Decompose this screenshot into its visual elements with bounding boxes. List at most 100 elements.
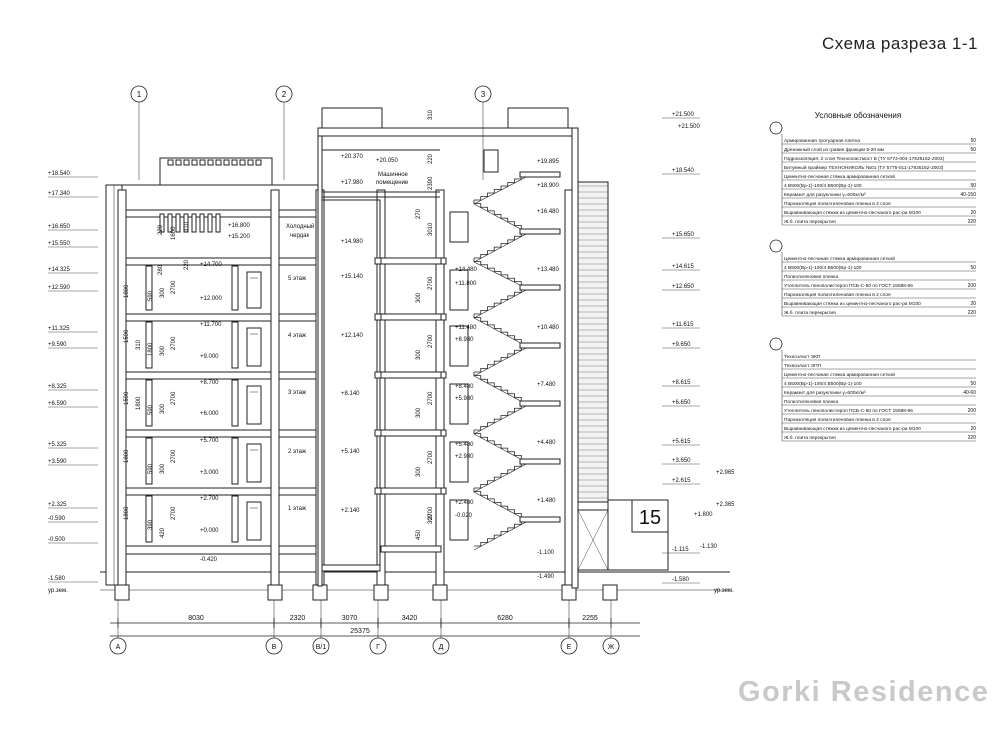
legend-layer-name: Цементно-песчаная стяжка армированная се… <box>784 371 895 378</box>
attic-vent-slot <box>183 213 189 233</box>
vertical-dimension: 310 <box>184 221 190 232</box>
shaft-level: +20.370 <box>341 154 364 160</box>
floor-slab <box>380 371 442 379</box>
foundation <box>373 584 389 601</box>
shaft-level: +20.050 <box>376 158 399 164</box>
shaft-level: +12.140 <box>341 333 364 339</box>
legend-layer-name: 4 В500(Вр-1)-100/4 В500(Вр-1)-100 <box>784 381 862 387</box>
stair-landing <box>519 342 561 349</box>
level-mark-right: +21.500 <box>678 124 701 130</box>
roof-vent <box>215 159 222 166</box>
shaft-level: +17.980 <box>341 180 364 186</box>
ground-label: ур.зем. <box>48 588 68 594</box>
legend-layer-name: Керамзит для разуклонки γ=600кг/м³ <box>784 192 866 198</box>
legend-layer-thickness: 50 <box>970 138 976 144</box>
vertical-dimension: 590 <box>148 463 154 474</box>
attic-vent-slot <box>199 213 205 233</box>
foundation <box>267 584 283 601</box>
vertical-dimension: 300 <box>428 513 434 524</box>
door <box>246 501 262 541</box>
attic-vent-slot <box>159 213 165 233</box>
vertical-dimension: 2700 <box>428 276 434 290</box>
stair-landing <box>519 171 561 178</box>
partition-wall <box>231 437 239 485</box>
vertical-dimension: 1800 <box>124 284 130 298</box>
vertical-dimension: 2700 <box>171 336 177 350</box>
level-mark-left: +5.325 <box>48 442 67 448</box>
level-mark-right: +11.615 <box>672 322 694 328</box>
legend-layer-name: Гидроизоляция, 2 слоя Техноэластмост Б (… <box>784 156 945 162</box>
lift-beam <box>374 487 382 495</box>
stair-stringer <box>473 232 529 263</box>
ground-slab <box>121 545 323 555</box>
level-mark-right: -1.115 <box>672 547 689 553</box>
vertical-dimension: 310 <box>428 109 434 120</box>
legend-group-marker <box>769 121 783 135</box>
legend-group-marker <box>769 239 783 253</box>
lift-beam <box>374 257 382 265</box>
machine-room-label: помещение <box>376 180 409 186</box>
window-jamb <box>145 495 153 543</box>
stair-flight <box>473 258 528 286</box>
column-axis-g <box>376 189 386 601</box>
floor-level: -0.420 <box>200 557 218 563</box>
room-label: 3 этаж <box>288 390 306 396</box>
vertical-dimension: 300 <box>416 407 422 418</box>
stair-stringer <box>473 317 529 348</box>
legend-layer-name: Выравнивающая стяжка из цементно-песчано… <box>784 301 921 307</box>
building-number: 15 <box>639 507 661 529</box>
vertical-dimension: 310 <box>136 339 142 350</box>
floor-level: +15.200 <box>228 234 251 240</box>
level-mark-left: -1.580 <box>48 576 66 582</box>
vertical-dimension: 1800 <box>136 396 142 410</box>
window-jamb <box>145 379 153 427</box>
vertical-dimension: 2700 <box>171 280 177 294</box>
attic-vent-slot <box>167 213 173 233</box>
stair-level: +14.480 <box>455 267 478 273</box>
level-mark-right: +2.965 <box>716 470 735 476</box>
level-mark-left: +16.650 <box>48 224 71 230</box>
vertical-dimension: 2390 <box>428 176 434 190</box>
axis-label: В <box>272 644 277 651</box>
floor-level: +3.000 <box>200 470 219 476</box>
building-number-sign <box>631 499 669 533</box>
stair-flight <box>473 372 528 402</box>
level-mark-right: +8.615 <box>672 380 691 386</box>
column-axis-b <box>270 189 280 601</box>
legend-layer-name: 4 В500(Вр-1)-100/4 В500(Вр-1)-100 <box>784 265 862 271</box>
vertical-dimension: 300 <box>416 292 422 303</box>
legend-layer-thickness: 220 <box>968 310 977 316</box>
stair-stringer <box>473 404 529 435</box>
axis-label: Д <box>439 644 444 651</box>
vertical-dimension: 1590 <box>124 391 130 405</box>
legend-layer-name: 4 В500(Вр-1)-100/4 В500(Вр-1)-100 <box>784 183 862 189</box>
legend-layer-thickness: 200 <box>968 283 977 289</box>
stair-stringer <box>473 288 529 319</box>
door <box>449 325 469 367</box>
stair-flight <box>474 172 529 201</box>
door <box>449 269 469 311</box>
roof-box-right <box>507 107 569 129</box>
legend-layer-name: Цементно-песчаная стяжка армированная се… <box>784 255 895 262</box>
level-mark-left: +12.590 <box>48 285 71 291</box>
level-mark-left: +18.540 <box>48 171 71 177</box>
level-mark-right: +15.650 <box>672 232 695 238</box>
dimension-value: 6280 <box>497 615 513 622</box>
stair-level: -1.100 <box>537 550 555 556</box>
vertical-dimension: 270 <box>416 208 422 219</box>
legend-title: Условные обозначения <box>815 111 901 120</box>
level-mark-right: +14.615 <box>672 264 695 270</box>
stair-level: +11.800 <box>455 281 477 287</box>
level-mark-right: +2.615 <box>672 478 691 484</box>
window-jamb <box>145 321 153 369</box>
stair-stringer <box>473 375 529 406</box>
level-mark-right: +3.650 <box>672 458 691 464</box>
vertical-dimension: 3010 <box>428 222 434 236</box>
door <box>483 149 499 173</box>
vertical-dimension: 2700 <box>428 506 434 520</box>
door <box>246 271 262 309</box>
legend-layer-name: Керамзит для разуклонки γ=600кг/м³ <box>784 390 866 396</box>
stair-flight <box>474 229 529 259</box>
vertical-dimension: 1600 <box>171 226 177 240</box>
